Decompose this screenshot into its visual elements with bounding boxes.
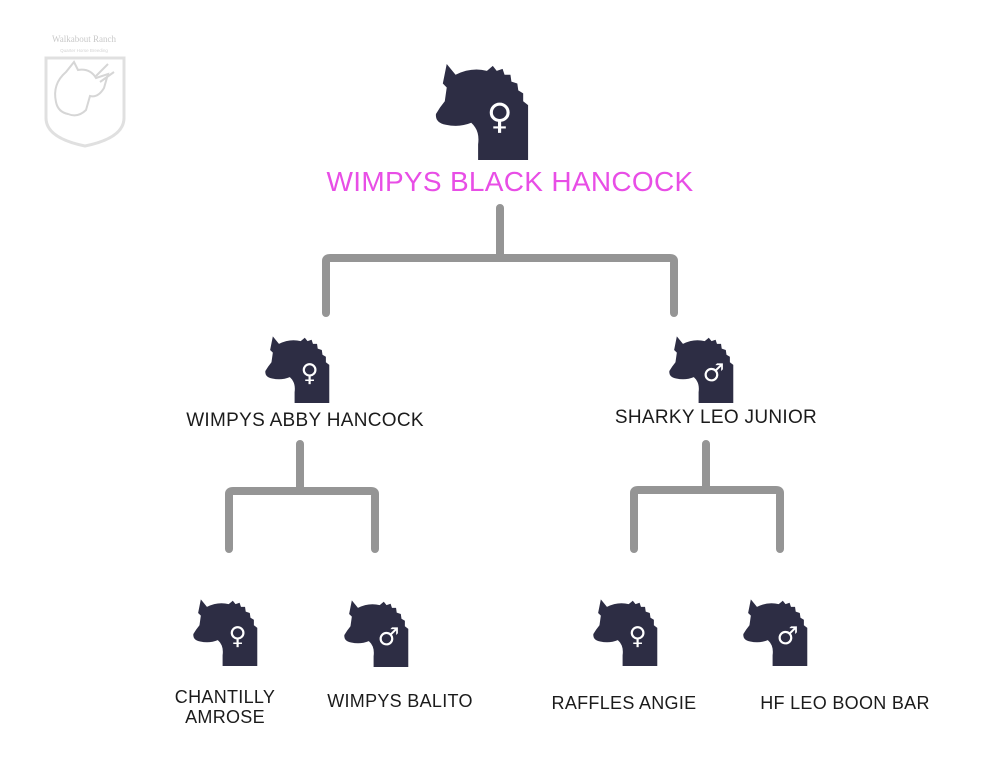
horse-icon-sire-sire: ♂ [742,598,810,666]
sex-symbol: ♀ [629,621,647,650]
connector-dam [225,440,379,553]
horse-name-dam-dam: CHANTILLY AMROSE [174,687,276,727]
horse-icon-sire-dam: ♀ [592,598,660,666]
logo-text: Walkabout Ranch [52,34,117,44]
horse-name-root: WIMPYS BLACK HANCOCK [326,166,694,197]
sex-symbol: ♂ [378,622,400,651]
ranch-logo: Walkabout Ranch Quarter Horse Breeding [38,32,130,150]
horse-icon-dam: ♀ [264,335,332,403]
connector-root [322,204,678,317]
sex-symbol: ♀ [229,621,247,650]
horse-name-sire: SHARKY LEO JUNIOR [614,407,818,428]
connector-sire [630,440,784,553]
horse-icon-dam-sire: ♂ [343,599,411,667]
sex-symbol: ♂ [777,621,799,650]
horse-name-sire-dam: RAFFLES ANGIE [551,693,697,713]
sex-symbol: ♀ [487,97,513,138]
sex-symbol: ♂ [703,358,725,387]
horse-name-dam-sire: WIMPYS BALITO [327,691,473,711]
horse-icon-sire: ♂ [668,335,736,403]
sex-symbol: ♀ [301,358,319,387]
horse-name-dam: WIMPYS ABBY HANCOCK [186,410,424,431]
horse-icon-root: ♀ [434,62,532,160]
horse-icon-dam-dam: ♀ [192,598,260,666]
horse-name-sire-sire: HF LEO BOON BAR [760,693,930,713]
logo-subtext: Quarter Horse Breeding [60,48,108,53]
